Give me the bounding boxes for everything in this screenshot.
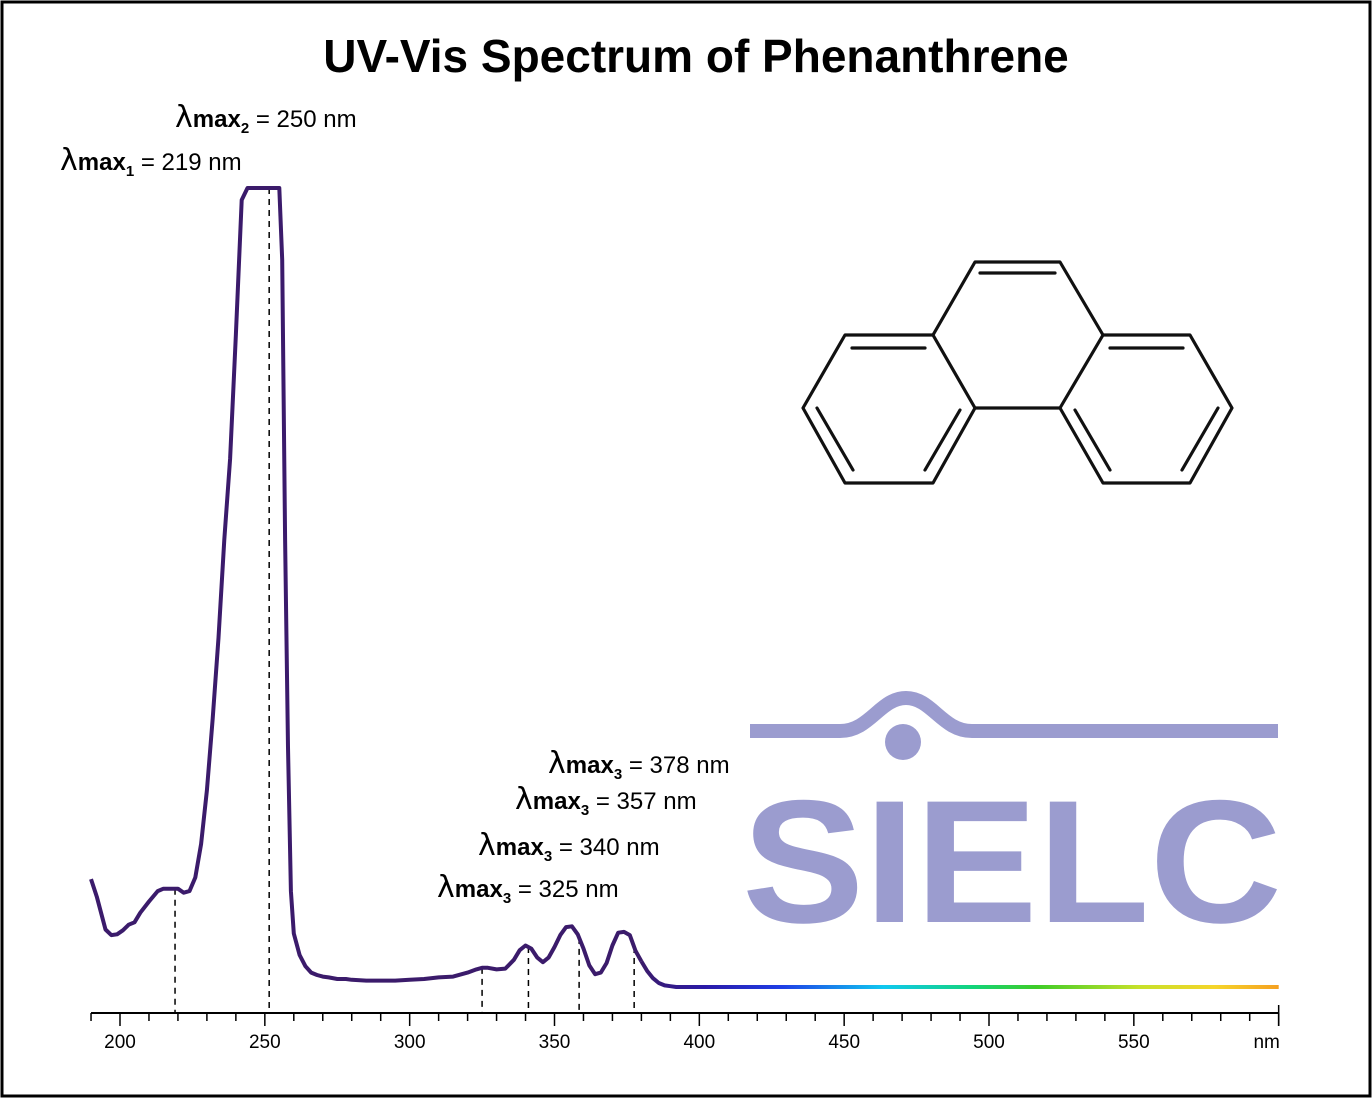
peak-annotation: λmax3 = 357 nm bbox=[515, 782, 697, 819]
phenanthrene-structure-icon bbox=[801, 260, 1234, 485]
x-tick-label: 350 bbox=[539, 1032, 571, 1053]
x-tick-label: 400 bbox=[683, 1032, 715, 1053]
peak-annotation: λmax3 = 378 nm bbox=[548, 746, 730, 783]
x-tick-label: 500 bbox=[973, 1032, 1005, 1053]
x-tick-label: 550 bbox=[1118, 1032, 1150, 1053]
peak-annotation: λmax2 = 250 nm bbox=[175, 100, 357, 137]
logo-dot bbox=[885, 724, 921, 760]
peak-annotation: λmax3 = 340 nm bbox=[478, 828, 660, 865]
logo-swoosh bbox=[750, 690, 1278, 738]
sielc-logo: SIELC bbox=[742, 690, 1282, 960]
peak-annotation: λmax3 = 325 nm bbox=[437, 870, 619, 907]
spectrum-curve bbox=[89, 186, 1279, 989]
x-tick-label: 200 bbox=[104, 1032, 136, 1053]
annotations: λmax1 = 219 nm λmax2 = 250 nm λmax3 = 325 … bbox=[60, 100, 730, 907]
x-tick-label: 250 bbox=[249, 1032, 281, 1053]
logo-text: SIELC bbox=[742, 765, 1282, 960]
spectrum-line-visible bbox=[639, 960, 1279, 989]
x-axis: 200 250 300 350 400 450 500 550 nm bbox=[90, 1005, 1280, 1053]
drop-lines bbox=[174, 188, 635, 1013]
x-tick-label: 450 bbox=[828, 1032, 860, 1053]
x-unit-label: nm bbox=[1253, 1032, 1279, 1053]
spectrum-line-uv bbox=[89, 186, 644, 983]
peak-annotation: λmax1 = 219 nm bbox=[60, 143, 242, 180]
chart-title: UV-Vis Spectrum of Phenanthrene bbox=[323, 30, 1069, 82]
x-tick-label: 300 bbox=[394, 1032, 426, 1053]
